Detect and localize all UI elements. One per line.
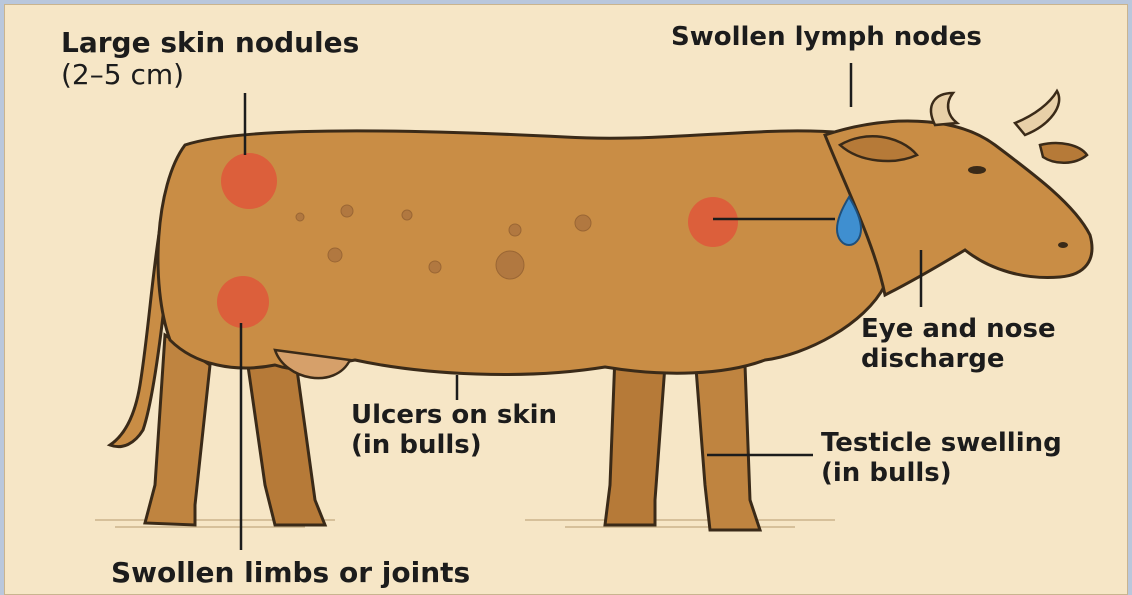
cow-illustration (5, 5, 1128, 595)
label-lymph-nodes: Swollen lymph nodes (671, 23, 982, 53)
label-limbs-line1: Swollen limbs or joints (111, 557, 470, 589)
label-skin-nodules-line2: (2–5 cm) (61, 59, 359, 91)
label-lymph-nodes-line1: Swollen lymph nodes (671, 23, 982, 53)
nodule-shoulder (688, 197, 738, 247)
label-eye-nose-line1: Eye and nose (861, 315, 1056, 345)
nodule-hindquarter (221, 153, 277, 209)
label-testicle-line2: (in bulls) (821, 459, 1062, 489)
cow-nostril (1058, 242, 1068, 248)
label-testicle: Testicle swelling (in bulls) (821, 429, 1062, 489)
label-skin-nodules-line1: Large skin nodules (61, 27, 359, 59)
cow-horn-right (1015, 91, 1059, 135)
label-ulcers: Ulcers on skin (in bulls) (351, 401, 557, 461)
cow-eye (968, 166, 986, 174)
diagram-panel: Large skin nodules (2–5 cm) Swollen lymp… (4, 4, 1128, 595)
label-eye-nose-line2: discharge (861, 345, 1056, 375)
nodule-thigh (217, 276, 269, 328)
label-limbs: Swollen limbs or joints (111, 557, 470, 589)
cow-ear-far (1040, 143, 1087, 163)
label-ulcers-line2: (in bulls) (351, 431, 557, 461)
label-eye-nose: Eye and nose discharge (861, 315, 1056, 375)
cow-front-leg-left (605, 355, 665, 525)
label-skin-nodules: Large skin nodules (2–5 cm) (61, 27, 359, 91)
label-testicle-line1: Testicle swelling (821, 429, 1062, 459)
label-ulcers-line1: Ulcers on skin (351, 401, 557, 431)
cow-front-leg-right (695, 355, 760, 530)
cow-horn-left (931, 93, 957, 125)
